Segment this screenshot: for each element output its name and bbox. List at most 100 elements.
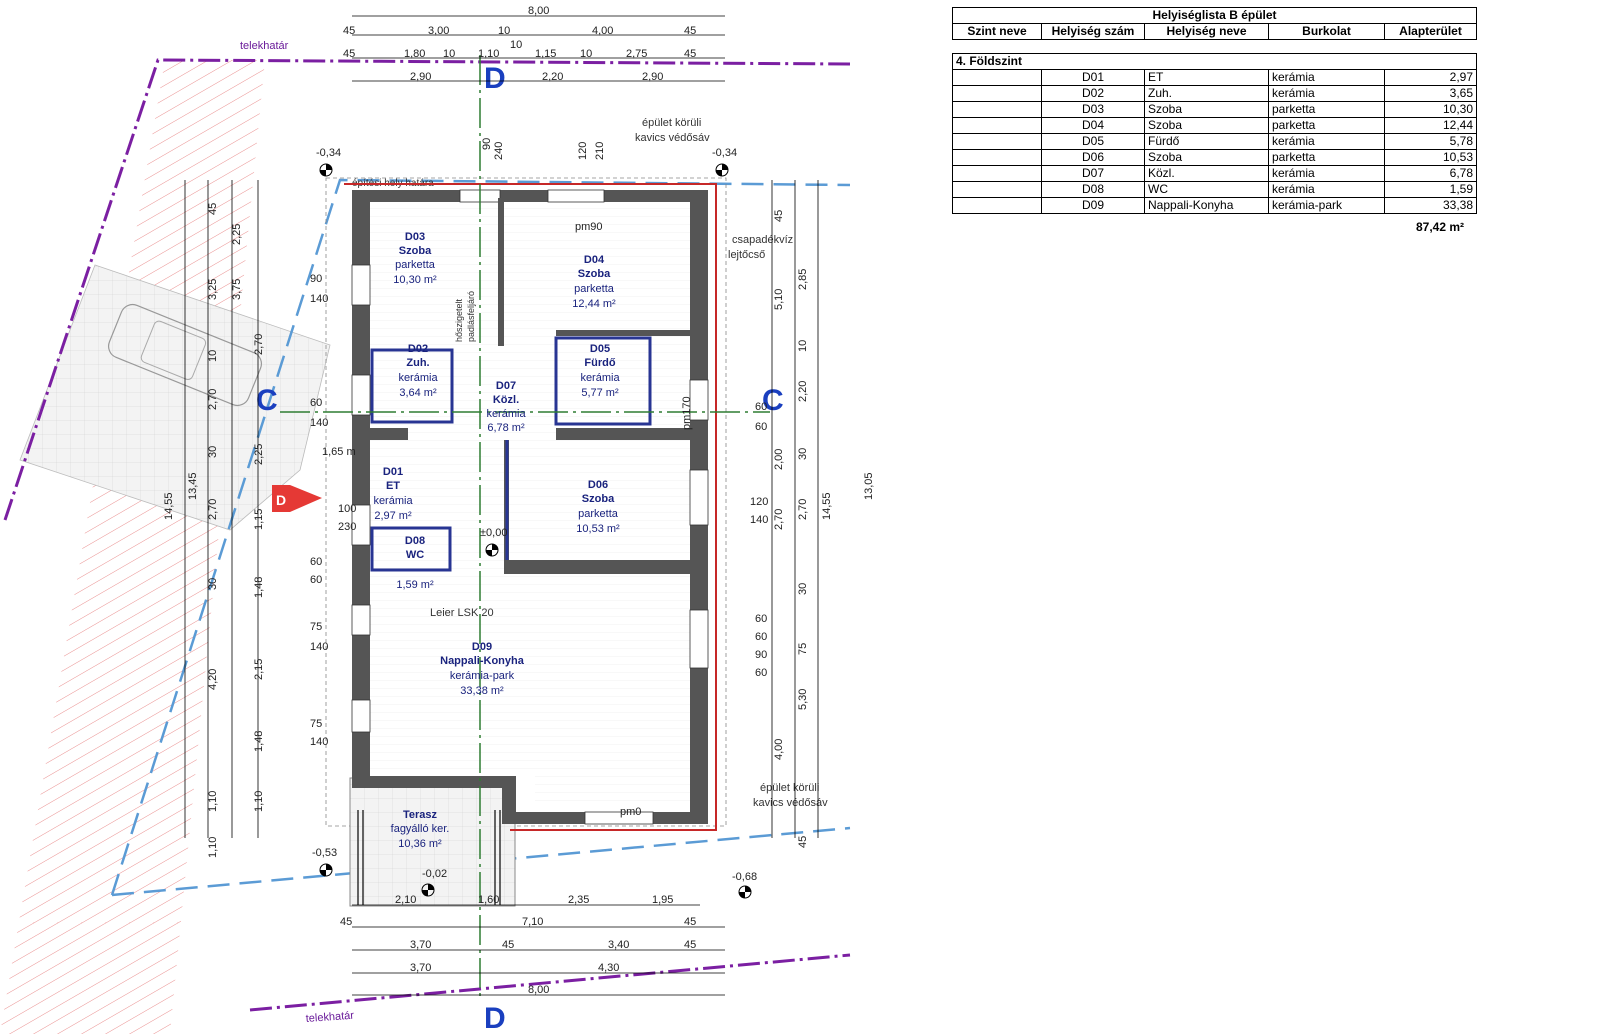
left-dims-col2: 2,25 3,75 2,70 2,25 1,15 1,48 2,15 1,48 … bbox=[231, 224, 265, 812]
bottom-dims-row3: 3,70 45 3,40 45 bbox=[410, 939, 696, 951]
svg-text:120: 120 bbox=[577, 142, 589, 160]
cell-room-name: ET bbox=[1144, 69, 1269, 86]
terrace-slab bbox=[349, 777, 516, 907]
svg-text:2,20: 2,20 bbox=[542, 71, 563, 83]
svg-text:12,44 m²: 12,44 m² bbox=[572, 298, 616, 310]
svg-text:Fürdő: Fürdő bbox=[584, 357, 615, 369]
cell-room-name: Szoba bbox=[1144, 149, 1269, 166]
top-dim-total: 8,00 bbox=[528, 5, 549, 17]
attic-label-2: padlásfeljáró bbox=[466, 291, 476, 342]
svg-text:140: 140 bbox=[310, 417, 328, 429]
svg-text:45: 45 bbox=[797, 836, 809, 848]
svg-text:2,90: 2,90 bbox=[410, 71, 431, 83]
svg-text:4,00: 4,00 bbox=[773, 739, 785, 760]
car-outline bbox=[107, 303, 263, 407]
cell-level bbox=[952, 85, 1042, 102]
cell-area: 6,78 bbox=[1383, 165, 1478, 182]
cell-finish: parketta bbox=[1268, 101, 1385, 118]
svg-text:5,30: 5,30 bbox=[797, 689, 809, 710]
level-marker-2: -0,34 bbox=[712, 147, 737, 177]
cell-finish: kerámia bbox=[1268, 181, 1385, 198]
svg-text:45: 45 bbox=[343, 48, 355, 60]
entrance-width: 1,65 m bbox=[322, 446, 356, 458]
svg-text:Szoba: Szoba bbox=[578, 268, 611, 280]
svg-text:4,20: 4,20 bbox=[207, 669, 219, 690]
svg-text:kerámia: kerámia bbox=[486, 408, 526, 420]
svg-text:10,36 m²: 10,36 m² bbox=[398, 838, 442, 850]
svg-text:kerámia: kerámia bbox=[398, 372, 438, 384]
svg-text:1,10: 1,10 bbox=[207, 791, 219, 812]
svg-text:D02: D02 bbox=[408, 343, 428, 355]
top-dims-row2: 45 1,80 10 1,10 10 1,15 10 2,75 45 bbox=[343, 39, 696, 60]
attic-label-1: hőszigetelt bbox=[454, 298, 464, 342]
bottom-dimensions bbox=[352, 904, 725, 996]
cell-finish: parketta bbox=[1268, 117, 1385, 134]
svg-text:2,70: 2,70 bbox=[207, 389, 219, 410]
svg-text:30: 30 bbox=[207, 446, 219, 458]
cell-room-number: D01 bbox=[1041, 69, 1145, 86]
svg-text:10: 10 bbox=[510, 39, 522, 51]
table-spacer bbox=[952, 40, 1476, 53]
svg-text:1,10: 1,10 bbox=[207, 837, 219, 858]
svg-text:6,78 m²: 6,78 m² bbox=[487, 422, 525, 434]
room-d06: D06 Szoba parketta 10,53 m² bbox=[576, 479, 620, 535]
svg-text:3,64 m²: 3,64 m² bbox=[399, 387, 437, 399]
entrance-arrow bbox=[272, 485, 322, 512]
svg-text:1,95: 1,95 bbox=[652, 894, 673, 906]
svg-text:parketta: parketta bbox=[574, 283, 615, 295]
left-dims-col1: 45 3,25 10 2,70 30 2,70 30 4,20 1,10 1,1… bbox=[207, 203, 219, 858]
level-marker-1: -0,34 bbox=[316, 147, 341, 177]
svg-text:D08: D08 bbox=[405, 535, 425, 547]
svg-text:1,60: 1,60 bbox=[478, 894, 499, 906]
svg-text:7,10: 7,10 bbox=[522, 916, 543, 928]
svg-text:2,97 m²: 2,97 m² bbox=[374, 510, 412, 522]
room-d02: D02 Zuh. kerámia 3,64 m² bbox=[398, 343, 438, 399]
svg-text:±0,00: ±0,00 bbox=[480, 527, 507, 539]
svg-text:2,35: 2,35 bbox=[568, 894, 589, 906]
cell-area: 12,44 bbox=[1383, 117, 1478, 134]
svg-text:2,10: 2,10 bbox=[395, 894, 416, 906]
svg-text:2,15: 2,15 bbox=[253, 659, 265, 680]
cell-room-number: D03 bbox=[1041, 101, 1145, 118]
svg-text:2,25: 2,25 bbox=[231, 224, 243, 245]
svg-text:45: 45 bbox=[684, 48, 696, 60]
right-dimension-lines bbox=[771, 180, 819, 838]
terrace-posts bbox=[357, 810, 501, 905]
svg-text:60: 60 bbox=[755, 613, 767, 625]
svg-text:2,90: 2,90 bbox=[642, 71, 663, 83]
svg-text:2,70: 2,70 bbox=[773, 509, 785, 530]
svg-text:Szoba: Szoba bbox=[399, 245, 432, 257]
svg-text:60: 60 bbox=[755, 631, 767, 643]
gravel-label-bottom-2: kavics védősáv bbox=[753, 797, 828, 809]
left-dim-total-2: 13,45 bbox=[187, 472, 199, 500]
svg-text:1,48: 1,48 bbox=[253, 731, 265, 752]
svg-text:2,20: 2,20 bbox=[797, 381, 809, 402]
svg-text:1,80: 1,80 bbox=[404, 48, 425, 60]
svg-text:4,00: 4,00 bbox=[592, 25, 613, 37]
gravel-label-top-2: kavics védősáv bbox=[635, 132, 710, 144]
svg-text:fagyálló ker.: fagyálló ker. bbox=[391, 823, 450, 835]
svg-text:60: 60 bbox=[310, 556, 322, 568]
svg-text:D07: D07 bbox=[496, 380, 516, 392]
svg-text:230: 230 bbox=[338, 521, 356, 533]
svg-text:45: 45 bbox=[684, 916, 696, 928]
svg-text:parketta: parketta bbox=[578, 508, 619, 520]
svg-text:2,85: 2,85 bbox=[797, 269, 809, 290]
section-c-right: C bbox=[762, 384, 784, 417]
opening-dimensions: 90 140 60 140 100 230 60 60 75 140 75 14… bbox=[310, 138, 768, 748]
svg-text:-0,34: -0,34 bbox=[712, 147, 737, 159]
svg-text:45: 45 bbox=[684, 25, 696, 37]
cell-level bbox=[952, 133, 1042, 150]
svg-text:60: 60 bbox=[755, 667, 767, 679]
cell-finish: kerámia-park bbox=[1268, 197, 1385, 214]
cell-room-name: Zuh. bbox=[1144, 85, 1269, 102]
svg-text:2,70: 2,70 bbox=[253, 334, 265, 355]
svg-text:-0,02: -0,02 bbox=[422, 868, 447, 880]
svg-text:33,38 m²: 33,38 m² bbox=[460, 685, 504, 697]
svg-text:4,30: 4,30 bbox=[598, 962, 619, 974]
svg-text:140: 140 bbox=[750, 514, 768, 526]
svg-text:3,40: 3,40 bbox=[608, 939, 629, 951]
